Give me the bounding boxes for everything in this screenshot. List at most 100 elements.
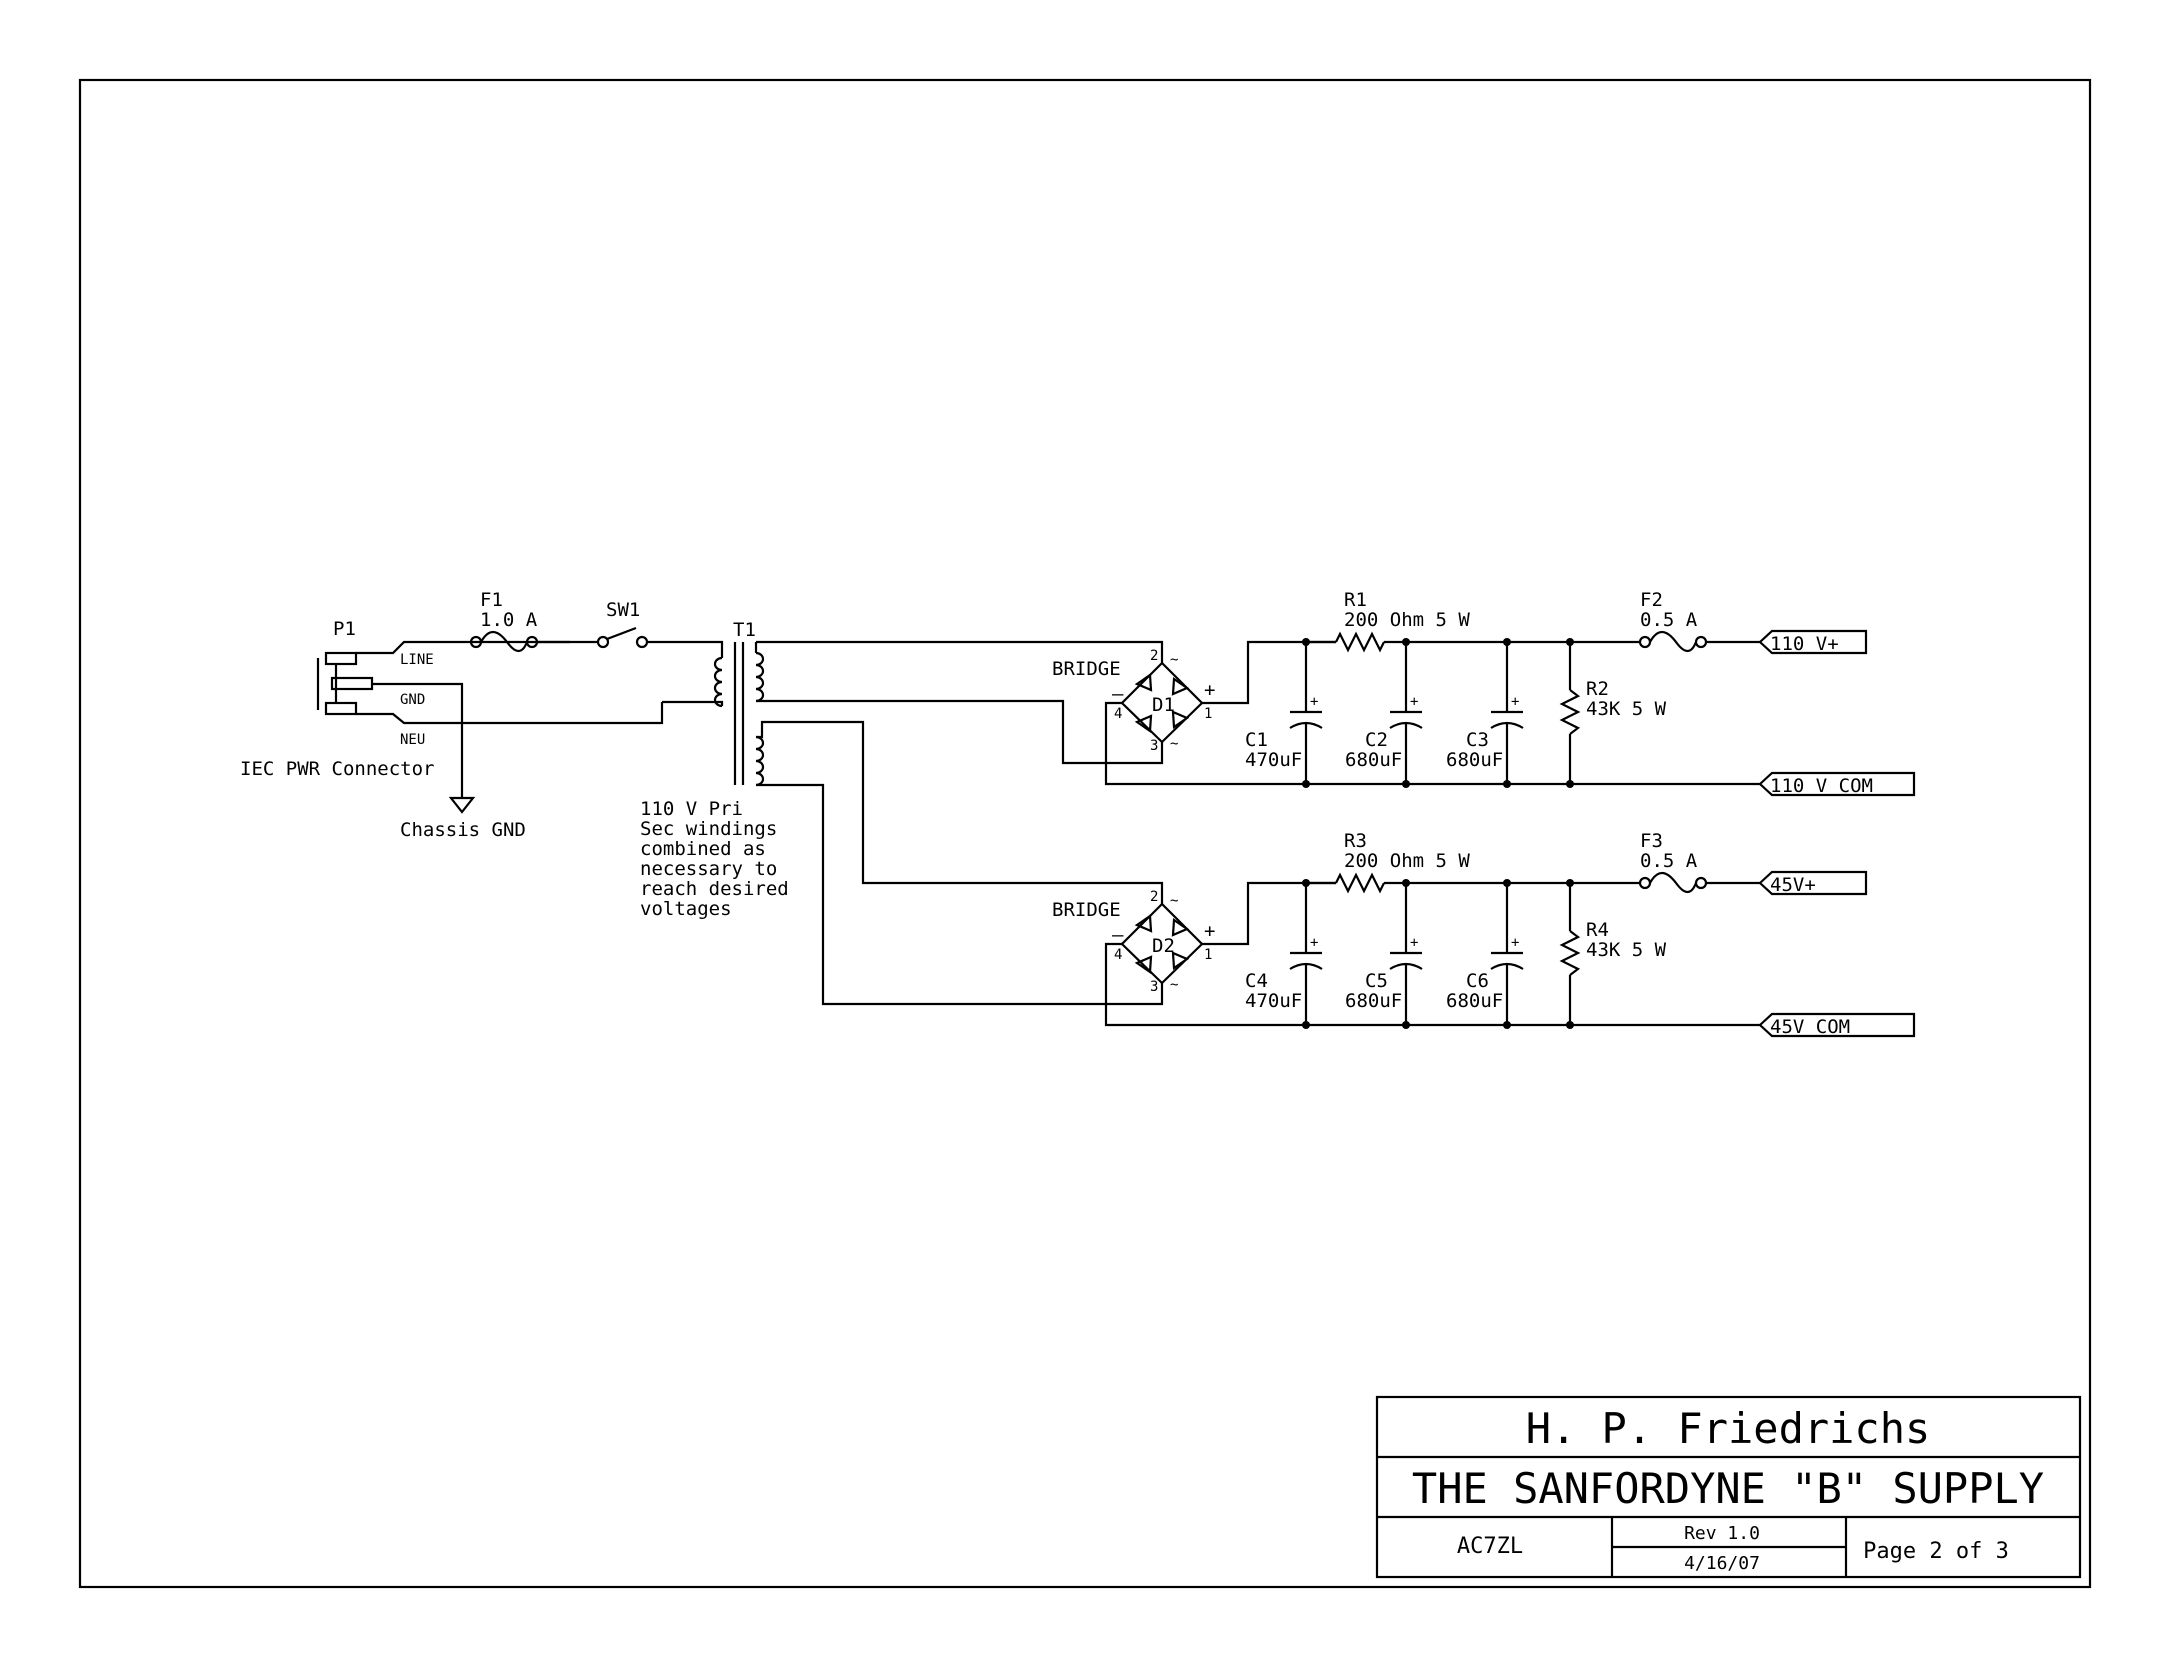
resistor-r1: R1 200 Ohm 5 W xyxy=(1335,589,1470,653)
port-110v-com-label: 110 V COM xyxy=(1770,775,1873,797)
port-45v-com-label: 45V COM xyxy=(1770,1016,1850,1038)
title-block-author: H. P. Friedrichs xyxy=(1526,1404,1931,1453)
d2-pin2: 2 xyxy=(1150,889,1158,905)
d2-minus: – xyxy=(1112,924,1124,946)
title-block-page: Page 2 of 3 xyxy=(1863,1539,2009,1564)
c6-plus: + xyxy=(1511,935,1519,951)
title-block-title: THE SANFORDYNE "B" SUPPLY xyxy=(1412,1464,2044,1513)
f2-value: 0.5 A xyxy=(1640,609,1698,631)
d1-minus: – xyxy=(1112,683,1124,705)
d2-tilde-bottom: ~ xyxy=(1170,977,1178,993)
t1-note-line-5: reach desired xyxy=(640,878,789,900)
c3-value: 680uF xyxy=(1446,749,1503,771)
d1-plus: + xyxy=(1204,679,1215,701)
c5-plus: + xyxy=(1410,935,1418,951)
c4-label: C4 xyxy=(1245,970,1268,992)
capacitor-c5: + C5 680uF xyxy=(1345,883,1423,1025)
t1-note-line-6: voltages xyxy=(640,898,732,920)
r2-label: R2 xyxy=(1586,678,1609,700)
port-45v-com: 45V COM xyxy=(1758,1012,1916,1038)
r4-label: R4 xyxy=(1586,919,1609,941)
fuse-f2: F2 0.5 A xyxy=(1638,589,1708,653)
resistor-r3: R3 200 Ohm 5 W xyxy=(1335,830,1470,894)
f1-value: 1.0 A xyxy=(480,609,538,631)
t1-note-line-3: combined as xyxy=(640,838,766,860)
d1-pin3: 3 xyxy=(1150,738,1158,754)
capacitor-c2: + C2 680uF xyxy=(1345,642,1423,784)
c5-label: C5 xyxy=(1365,970,1388,992)
neu-label: NEU xyxy=(400,732,425,748)
fuse-f3: F3 0.5 A xyxy=(1638,830,1708,894)
title-block-date: 4/16/07 xyxy=(1684,1553,1760,1574)
f3-label: F3 xyxy=(1640,830,1663,852)
r4-value: 43K 5 W xyxy=(1586,939,1667,961)
t1-label: T1 xyxy=(733,619,756,641)
r2-value: 43K 5 W xyxy=(1586,698,1667,720)
drawing-border xyxy=(78,78,2092,1589)
r3-label: R3 xyxy=(1344,830,1367,852)
d1-pin4: 4 xyxy=(1114,706,1122,722)
d1-pin2: 2 xyxy=(1150,648,1158,664)
title-block-callsign: AC7ZL xyxy=(1457,1534,1523,1559)
bridge-rectifier-d2: BRIDGE D2 2 ~ + 1 – 4 3 ~ xyxy=(1052,889,1215,995)
p1-label: P1 xyxy=(333,618,356,640)
c4-plus: + xyxy=(1310,935,1318,951)
bridge1-label: BRIDGE xyxy=(1052,658,1121,680)
t1-note-line-2: Sec windings xyxy=(640,818,777,840)
iec-connector-label: IEC PWR Connector xyxy=(240,758,434,780)
bridge2-label: BRIDGE xyxy=(1052,899,1121,921)
capacitor-c1: + C1 470uF xyxy=(1245,642,1323,784)
transformer-t1: T1 110 V Pri Sec windings combined as ne… xyxy=(640,619,789,920)
d1-label: D1 xyxy=(1152,694,1175,716)
r1-value: 200 Ohm 5 W xyxy=(1344,609,1470,631)
resistor-r4: R4 43K 5 W xyxy=(1559,883,1667,1025)
t1-note-line-4: necessary to xyxy=(640,858,777,880)
title-block-revision: Rev 1.0 xyxy=(1684,1523,1760,1544)
port-110v-plus: 110 V+ xyxy=(1758,629,1868,655)
line-label: LINE xyxy=(400,652,434,668)
f3-value: 0.5 A xyxy=(1640,850,1698,872)
r3-value: 200 Ohm 5 W xyxy=(1344,850,1470,872)
d1-pin1: 1 xyxy=(1204,706,1212,722)
d1-tilde-top: ~ xyxy=(1170,652,1178,668)
t1-note-line-1: 110 V Pri xyxy=(640,798,743,820)
sw1-label: SW1 xyxy=(606,599,640,621)
capacitor-c4: + C4 470uF xyxy=(1245,883,1323,1025)
c4-value: 470uF xyxy=(1245,990,1302,1012)
capacitor-c3: + C3 680uF xyxy=(1446,642,1524,784)
port-110v-plus-label: 110 V+ xyxy=(1770,633,1839,655)
c2-plus: + xyxy=(1410,694,1418,710)
c1-value: 470uF xyxy=(1245,749,1302,771)
c2-value: 680uF xyxy=(1345,749,1402,771)
d2-pin3: 3 xyxy=(1150,979,1158,995)
port-45v-plus: 45V+ xyxy=(1758,870,1868,896)
f2-label: F2 xyxy=(1640,589,1663,611)
iec-connector-p1: P1 LINE GND NEU IEC PWR Connector Chassi… xyxy=(240,618,664,841)
capacitor-c6: + C6 680uF xyxy=(1446,883,1524,1025)
chassis-gnd-label: Chassis GND xyxy=(400,819,526,841)
resistor-r2: R2 43K 5 W xyxy=(1559,642,1667,784)
d1-tilde-bottom: ~ xyxy=(1170,736,1178,752)
fuse-f1: F1 1.0 A xyxy=(469,589,539,653)
c1-plus: + xyxy=(1310,694,1318,710)
c2-label: C2 xyxy=(1365,729,1388,751)
c6-value: 680uF xyxy=(1446,990,1503,1012)
title-block: H. P. Friedrichs THE SANFORDYNE "B" SUPP… xyxy=(1375,1395,2082,1579)
c3-label: C3 xyxy=(1466,729,1489,751)
r1-label: R1 xyxy=(1344,589,1367,611)
bridge-rectifier-d1: BRIDGE D1 2 ~ + 1 – 4 3 ~ xyxy=(1052,648,1215,754)
gnd-label: GND xyxy=(400,692,425,708)
d2-plus: + xyxy=(1204,920,1215,942)
c6-label: C6 xyxy=(1466,970,1489,992)
chassis-ground-icon xyxy=(448,796,476,814)
d2-tilde-top: ~ xyxy=(1170,893,1178,909)
c1-label: C1 xyxy=(1245,729,1268,751)
c5-value: 680uF xyxy=(1345,990,1402,1012)
f1-label: F1 xyxy=(480,589,503,611)
switch-sw1: SW1 xyxy=(596,599,649,649)
d2-pin4: 4 xyxy=(1114,947,1122,963)
port-110v-com: 110 V COM xyxy=(1758,771,1916,797)
c3-plus: + xyxy=(1511,694,1519,710)
port-45v-plus-label: 45V+ xyxy=(1770,874,1816,896)
